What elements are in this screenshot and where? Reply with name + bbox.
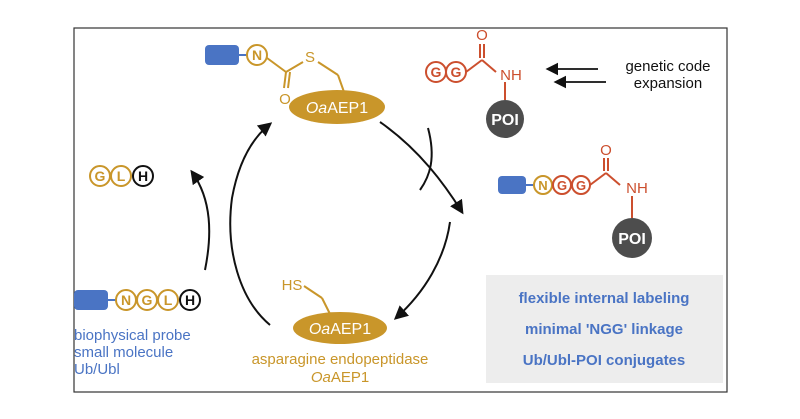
diagram-frame (73, 27, 728, 393)
residue-n-circle (246, 44, 268, 66)
thiol-hs-label: HS (282, 277, 303, 294)
feature-item-3: Ub/Ubl-POI conjugates (523, 352, 686, 369)
features-box: flexible internal labeling minimal 'NGG'… (486, 275, 723, 383)
gg-poi-bonds (465, 44, 506, 100)
probe-block-blue (205, 45, 239, 65)
substrate-residue-n-label: N (121, 292, 131, 308)
probe-nglh-substrate: N G L H (74, 289, 201, 311)
probe-legend-line-1: biophysical probe (74, 327, 191, 344)
product-oxygen-label: O (600, 142, 612, 159)
substrate-residue-l-label: L (164, 292, 173, 308)
product-residue-g2-label: G (576, 178, 586, 193)
enzyme-top-label: OaAEP1 (306, 100, 368, 117)
enzyme-bottom-ellipse (293, 312, 387, 344)
probe-legend: biophysical probe small molecule Ub/Ubl (74, 327, 191, 378)
gg-oxygen-label: O (476, 27, 488, 44)
product-residue-g1-label: G (557, 178, 567, 193)
probe-legend-line-2: small molecule (74, 344, 173, 361)
product-nh-label: NH (626, 180, 648, 197)
residue-g2-label: G (451, 64, 462, 80)
substrate-residue-h-circle (179, 289, 201, 311)
cycle-arrow-top-right (379, 121, 464, 215)
residue-g1-label: G (431, 64, 442, 80)
enzyme-top: OaAEP1 (289, 90, 385, 124)
residue-n-label: N (252, 47, 262, 63)
glh-residue-h-circle (132, 165, 154, 187)
product-bonds (589, 158, 633, 218)
poi-top-label: POI (491, 112, 519, 129)
labeled-product: N G G O NH POI (498, 142, 652, 258)
glh-residue-h-label: H (138, 168, 148, 184)
substrate-probe-block (74, 290, 108, 310)
enzyme-top-ellipse (289, 90, 385, 124)
enzyme-caption-line1: asparagine endopeptidase (252, 351, 429, 368)
enzyme-bottom-label: OaAEP1 (309, 321, 371, 338)
released-glh: G L H (89, 165, 154, 187)
gg-nh-label: NH (500, 67, 522, 84)
gg-poi-substrate: G G O NH POI (425, 27, 524, 138)
features-box-background (486, 275, 723, 383)
poi-product-circle (612, 218, 652, 258)
substrate-residue-g-label: G (142, 292, 153, 308)
catalytic-cycle-arrows (190, 121, 464, 326)
cycle-arrow-bottom-left (229, 122, 273, 326)
glh-residue-l-label: L (117, 168, 126, 184)
genetic-code-expansion: genetic code expansion (545, 58, 711, 92)
product-residue-n-label: N (538, 178, 547, 193)
cycle-arrow-bottom-right (393, 221, 451, 320)
poi-top-circle (486, 100, 524, 138)
genetic-code-label-line2: expansion (634, 75, 702, 92)
probe-legend-line-3: Ub/Ubl (74, 361, 120, 378)
enzyme-caption-line2: OaAEP1 (311, 369, 369, 386)
oxygen-atom-label: O (279, 91, 291, 108)
cycle-arrow-entry-right (419, 127, 433, 191)
free-enzyme: HS OaAEP1 asparagine endopeptidase OaAEP… (252, 277, 429, 386)
poi-product-label: POI (618, 231, 646, 248)
genetic-code-label-line1: genetic code (625, 58, 710, 75)
sulfur-atom-label: S (305, 49, 315, 66)
glh-residue-l-circle (110, 165, 132, 187)
cycle-arrow-release-glh (190, 169, 211, 271)
thioester-bonds (266, 57, 345, 93)
feature-item-1: flexible internal labeling (519, 290, 690, 307)
feature-item-2: minimal 'NGG' linkage (525, 321, 683, 338)
glh-residue-g-label: G (95, 168, 106, 184)
product-probe-block (498, 176, 526, 194)
thioester-intermediate: N S O (205, 44, 345, 108)
substrate-residue-l-circle (157, 289, 179, 311)
substrate-residue-h-label: H (185, 292, 195, 308)
